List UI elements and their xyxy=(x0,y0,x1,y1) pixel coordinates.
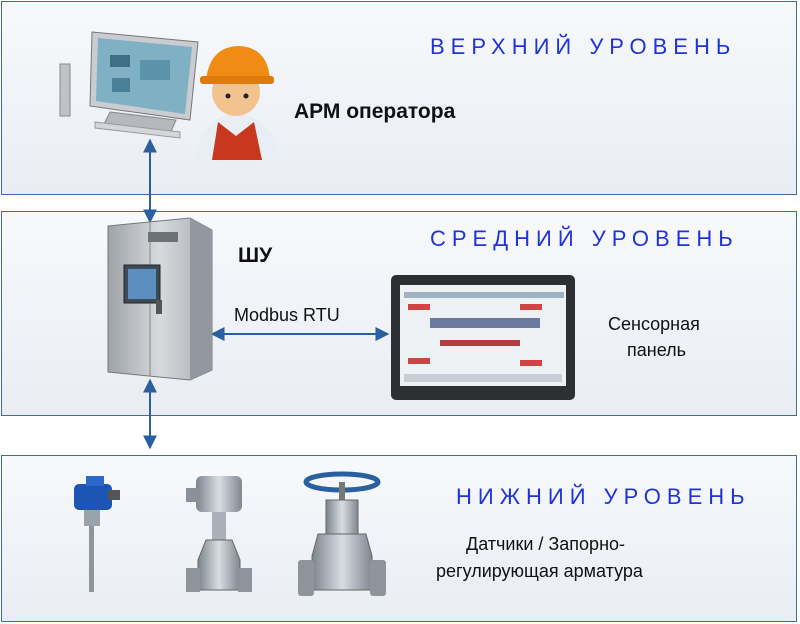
operator-workstation-label: АРМ оператора xyxy=(294,100,456,123)
middle-level-title: СРЕДНИЙ УРОВЕНЬ xyxy=(430,226,739,251)
control-cabinet-label: ШУ xyxy=(238,244,273,267)
bottom-level-band xyxy=(1,455,797,622)
top-level-title: ВЕРХНИЙ УРОВЕНЬ xyxy=(430,34,737,59)
touch-panel-icon xyxy=(391,275,575,400)
touch-panel-label-line1: Сенсорная xyxy=(608,314,700,334)
motorized-valve-icon xyxy=(186,476,252,592)
touch-panel-label-line2: панель xyxy=(627,340,686,360)
gate-valve-icon xyxy=(298,471,386,596)
modbus-link-label: Modbus RTU xyxy=(234,305,340,325)
operator-worker-icon xyxy=(196,46,280,160)
computer-monitor-icon xyxy=(59,31,199,139)
temperature-sensor-icon xyxy=(74,476,120,592)
control-cabinet-icon xyxy=(107,217,213,381)
field-devices-label-line2: регулирующая арматура xyxy=(436,561,643,581)
bottom-level-title: НИЖНИЙ УРОВЕНЬ xyxy=(456,484,751,509)
field-devices-label-line1: Датчики / Запорно- xyxy=(466,534,626,554)
